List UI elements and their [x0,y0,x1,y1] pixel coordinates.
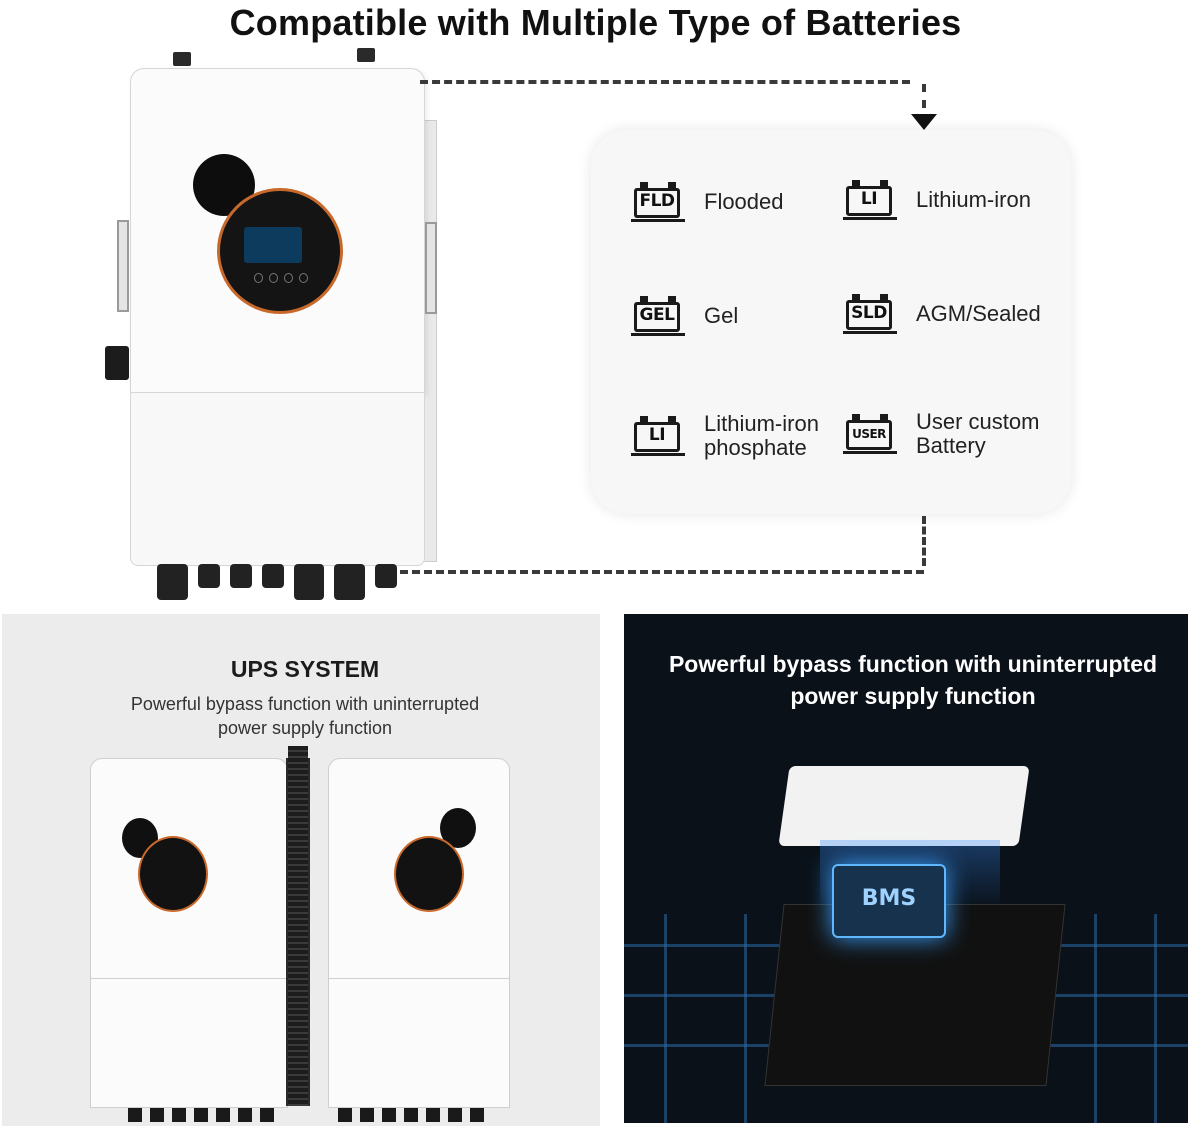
connector-line-bottom [400,570,924,574]
control-buttons [254,273,308,283]
battery-li-icon: LI [843,180,897,220]
battery-type-flooded: FLD Flooded [631,182,784,222]
side-connector [105,346,129,380]
mount-bracket [173,52,191,66]
bms-chip-label: BMS [861,886,917,911]
battery-type-lithium-iron: LI Lithium-iron [843,180,1031,220]
bms-caption-line2: power supply function [790,683,1036,709]
inverter-display [138,836,208,912]
inverter-lower-cover [130,392,425,566]
battery-name: Lithium-iron [704,411,819,436]
battery-type-gel: GEL Gel [631,296,739,336]
battery-name: Flooded [704,189,784,214]
ups-title: UPS SYSTEM [230,656,380,682]
bms-chip: BMS [832,864,946,938]
bms-panel: BMS [624,614,1188,1123]
connector-line-top [420,80,910,84]
arrow-down-icon [911,114,937,130]
battery-user-icon: USER [843,414,897,454]
battery-gel-icon: GEL [631,296,685,336]
lcd-screen [244,227,302,263]
bms-caption-line1: Powerful bypass function with uninterrup… [668,651,1158,677]
page-title: Compatible with Multiple Type of Batteri… [229,2,962,43]
dual-inverter-image [88,746,518,1124]
inverter-display [217,188,343,314]
inverter-image [105,42,437,607]
battery-name: Gel [704,303,739,328]
inverter-display [394,836,464,912]
right-handle [425,222,437,314]
battery-name-line2: phosphate [704,435,807,460]
battery-li-icon: LI [631,416,685,456]
connector-line-up [922,516,926,566]
battery-name: Lithium-iron [916,187,1031,212]
battery-name-line2: Battery [916,433,986,458]
battery-type-user: USER User custom Battery [843,409,1040,458]
battery-sld-icon: SLD [843,294,897,334]
battery-name: User custom [916,409,1040,434]
ups-subtitle: Powerful bypass function with uninterrup… [0,692,610,740]
heatsink [288,746,308,1106]
connector-line-down [922,84,926,108]
battery-type-agm: SLD AGM/Sealed [843,294,1041,334]
inverter-left-lower [90,978,288,1108]
ups-subtitle-line1: Powerful bypass function with uninterrup… [130,694,480,714]
battery-type-lifepo4: LI Lithium-iron phosphate [631,411,819,460]
cable-glands [128,1108,278,1122]
cable-glands [157,564,397,602]
mount-bracket [357,48,375,62]
ups-subtitle-line2: power supply function [217,718,393,738]
bms-caption: Powerful bypass function with uninterrup… [624,648,1191,712]
left-handle [117,220,129,312]
inverter-right-lower [328,978,510,1108]
battery-name: AGM/Sealed [916,301,1041,326]
battery-fld-icon: FLD [631,182,685,222]
inverter-side [423,120,437,562]
cable-glands [338,1108,488,1122]
inverter-top-view [778,766,1030,846]
